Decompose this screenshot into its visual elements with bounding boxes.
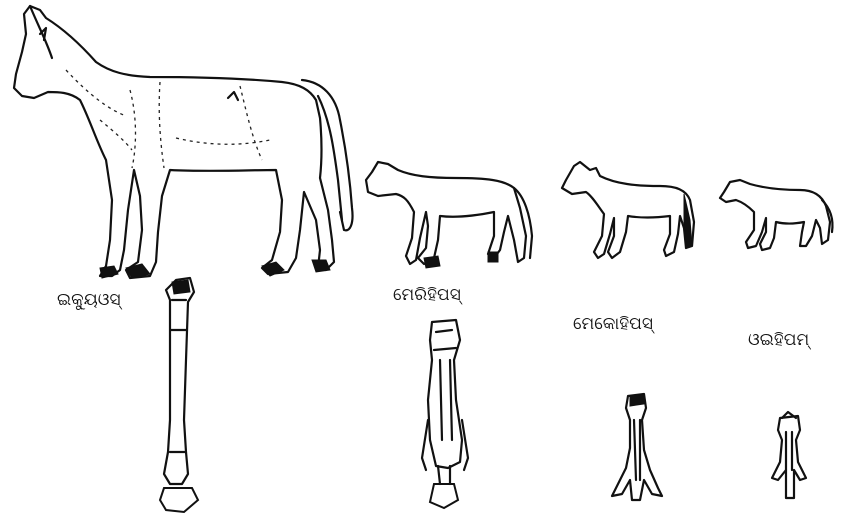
mesohippus-drawing [562, 162, 694, 258]
label-eohippus: ଓଇହିପମ୍ [748, 332, 809, 349]
eohippus-drawing [720, 180, 833, 250]
mesohippus-foot-bone [612, 394, 662, 500]
label-mesohippus: ମେକୋହିପସ୍ [573, 316, 653, 333]
equus-foot-bone [160, 278, 198, 512]
eohippus-foot-bone [772, 412, 806, 498]
equus-horse-drawing [14, 6, 353, 278]
label-equus: ଇକ୍ୟୁଓସ୍ [57, 292, 121, 309]
merychippus-foot-bone [422, 320, 468, 508]
merychippus-drawing [366, 162, 532, 268]
label-merychippus: ମେରିହିପସ୍ [393, 287, 461, 304]
